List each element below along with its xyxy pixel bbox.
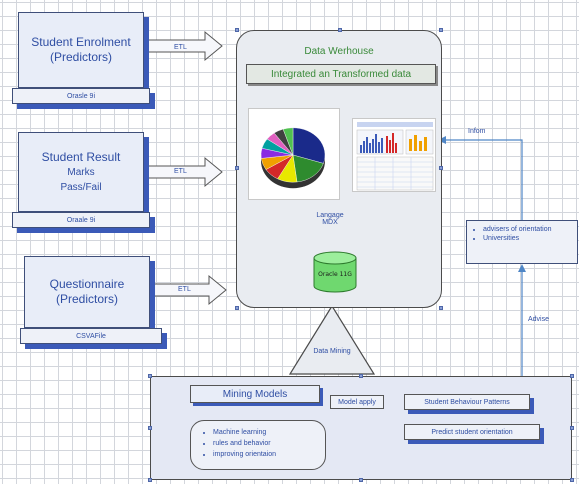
dashboard-graphic [356, 122, 434, 191]
data-warehouse-subtitle-text: Integrated an Transformed data [270, 68, 412, 80]
inform-label: Infom [468, 128, 486, 135]
student-result-db-label: Oraale 9i [66, 216, 96, 224]
oracle-database-label: Oracle 11G [318, 271, 352, 278]
student-result-title-1: Student Result [41, 149, 121, 164]
student-enrolment-box[interactable]: Student Enrolment (Predictors) [18, 12, 144, 88]
etl-label-2: ETL [174, 168, 187, 175]
language-label-1: Langage [316, 212, 344, 219]
questionnaire-db[interactable]: CSVAFile [20, 328, 162, 344]
pie-chart-graphic [260, 127, 326, 189]
predict-student-orientation-label: Predict student orientation [431, 428, 513, 436]
model-apply-label: Model apply [338, 398, 376, 406]
advisers-list: advisers of orientation Universities [467, 225, 577, 243]
advise-label: Advise [528, 316, 550, 323]
etl-label-1: ETL [174, 44, 187, 51]
advisers-box[interactable]: advisers of orientation Universities [466, 220, 578, 264]
student-result-db[interactable]: Oraale 9i [12, 212, 150, 228]
machine-learning-item-2: rules and behavior [213, 438, 325, 449]
data-warehouse-title: Data Werhouse [304, 46, 374, 57]
machine-learning-item-1: Machine learning [213, 427, 325, 438]
model-apply-box[interactable]: Model apply [330, 395, 384, 409]
pie-slice [282, 127, 294, 156]
student-result-box[interactable]: Student Result Marks Pass/Fail [18, 132, 144, 212]
mining-models-title-box[interactable]: Mining Models [190, 385, 320, 403]
student-behaviour-patterns-label: Student Behaviour Patterns [424, 398, 510, 406]
advisers-item-2: Universities [483, 234, 577, 243]
selection-handle [570, 426, 574, 430]
oracle-database-cylinder[interactable]: Oracle 11G [312, 250, 358, 294]
mining-models-title: Mining Models [222, 388, 288, 400]
inform-connector [440, 139, 523, 222]
selection-handle [439, 306, 443, 310]
student-enrolment-db-label: Orasle 9i [66, 92, 95, 100]
data-mining-triangle[interactable] [288, 304, 376, 375]
etl-arrow-2 [146, 156, 223, 188]
pie-chart-thumbnail[interactable] [248, 108, 340, 200]
student-enrolment-db[interactable]: Orasle 9i [12, 88, 150, 104]
inform-arrowhead [438, 136, 446, 144]
machine-learning-item-3: improving orientaion [213, 449, 325, 460]
selection-handle [359, 374, 363, 378]
selection-handle [235, 166, 239, 170]
selection-handle [148, 374, 152, 378]
questionnaire-title-2: (Predictors) [55, 292, 118, 306]
selection-handle [148, 426, 152, 430]
student-behaviour-patterns-box[interactable]: Student Behaviour Patterns [404, 394, 530, 410]
selection-handle [359, 478, 363, 482]
etl-arrow-3 [151, 274, 227, 306]
language-label-2: MDX [322, 219, 338, 226]
data-mining-label: Data Mining [313, 348, 351, 355]
selection-handle [235, 28, 239, 32]
selection-handle [148, 478, 152, 482]
pie-slice [292, 127, 326, 164]
student-result-title-3: Pass/Fail [60, 181, 102, 193]
student-enrolment-title-2: (Predictors) [49, 50, 112, 64]
data-warehouse-subtitle: Integrated an Transformed data [246, 64, 436, 84]
dashboard-thumbnail[interactable] [352, 118, 436, 192]
machine-learning-box[interactable]: Machine learning rules and behavior impr… [190, 420, 326, 470]
selection-handle [570, 374, 574, 378]
selection-handle [439, 166, 443, 170]
student-enrolment-title-1: Student Enrolment [31, 35, 131, 49]
etl-arrow-1 [145, 30, 223, 62]
machine-learning-list: Machine learning rules and behavior impr… [191, 427, 325, 460]
selection-handle [439, 28, 443, 32]
questionnaire-box[interactable]: Questionnaire (Predictors) [24, 256, 150, 328]
selection-handle [235, 306, 239, 310]
advise-arrowhead [518, 264, 526, 272]
predict-student-orientation-box[interactable]: Predict student orientation [404, 424, 540, 440]
questionnaire-title-1: Questionnaire [49, 277, 125, 291]
etl-label-3: ETL [178, 286, 191, 293]
student-result-title-2: Marks [67, 166, 95, 178]
selection-handle [570, 478, 574, 482]
advisers-item-1: advisers of orientation [483, 225, 577, 234]
questionnaire-db-label: CSVAFile [76, 332, 106, 340]
language-label: Langage MDX [300, 212, 360, 226]
selection-handle [338, 28, 342, 32]
